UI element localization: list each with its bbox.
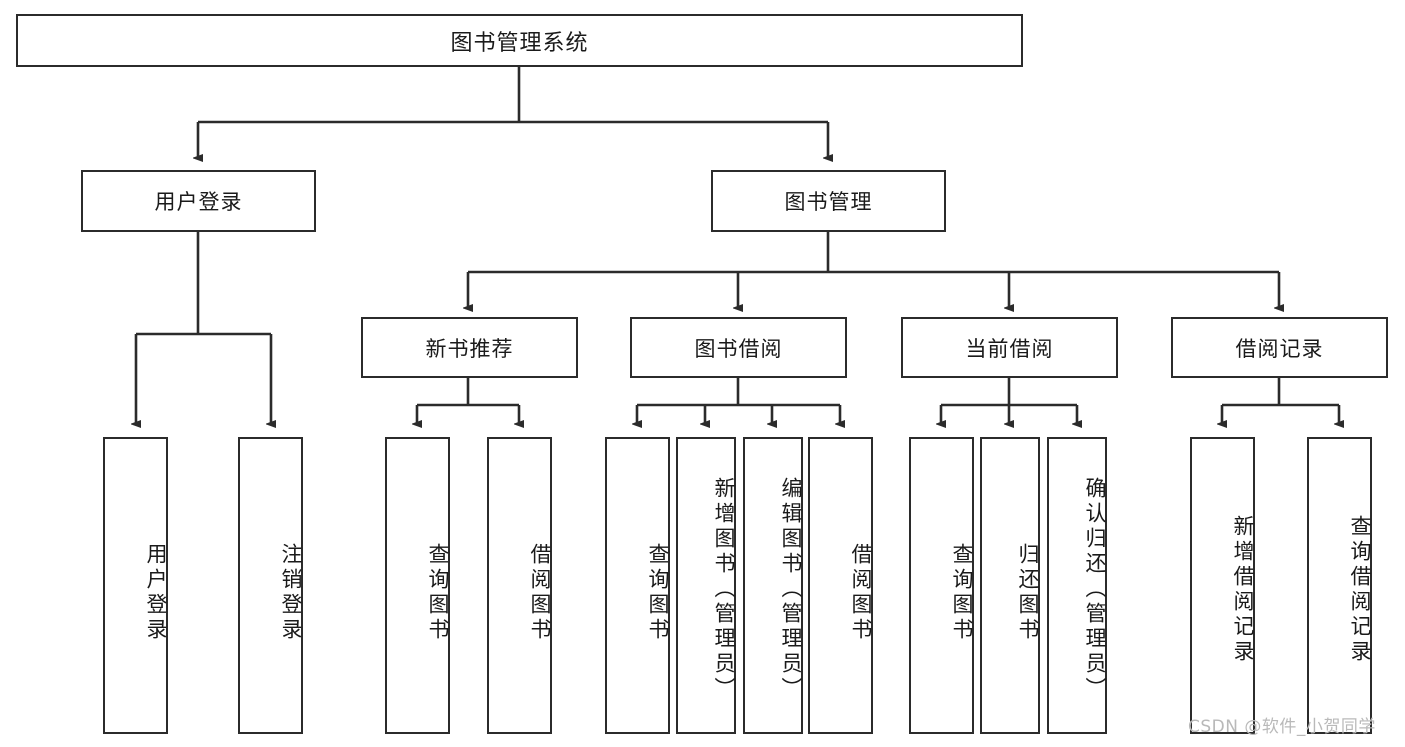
node-label: 归还图书 [1016,542,1040,643]
node-label: 借阅图书 [528,542,552,643]
node-label: 新增图书（管理员） [712,477,736,702]
node-label: 确认归还（管理员） [1083,477,1107,702]
leaf-user-login-logout[interactable]: 注销登录 [238,437,303,734]
leaf-record-query-borrow-record[interactable]: 查询借阅记录 [1307,437,1372,734]
node-label: 新书推荐 [425,336,514,361]
leaf-user-login-login[interactable]: 用户登录 [103,437,168,734]
node-label: 新增借阅记录 [1231,514,1255,665]
node-current-borrow[interactable]: 当前借阅 [901,317,1118,378]
leaf-new-book-borrow[interactable]: 借阅图书 [487,437,552,734]
leaf-current-query-book[interactable]: 查询图书 [909,437,974,734]
node-label: 借阅图书 [849,542,873,643]
node-book-borrow[interactable]: 图书借阅 [630,317,847,378]
node-borrow-record[interactable]: 借阅记录 [1171,317,1388,378]
leaf-borrow-query-book[interactable]: 查询图书 [605,437,670,734]
leaf-borrow-add-book-admin[interactable]: 新增图书（管理员） [676,437,736,734]
node-label: 图书管理系统 [450,30,589,56]
leaf-current-confirm-return-admin[interactable]: 确认归还（管理员） [1047,437,1107,734]
node-root-book-management-system[interactable]: 图书管理系统 [16,14,1023,67]
leaf-borrow-borrow-book[interactable]: 借阅图书 [808,437,873,734]
node-label: 图书管理 [784,190,873,214]
leaf-current-return-book[interactable]: 归还图书 [980,437,1040,734]
node-new-book-recommend[interactable]: 新书推荐 [361,317,578,378]
leaf-new-book-query[interactable]: 查询图书 [385,437,450,734]
node-label: 注销登录 [279,542,303,643]
leaf-borrow-edit-book-admin[interactable]: 编辑图书（管理员） [743,437,803,734]
node-label: 当前借阅 [965,336,1054,361]
node-label: 借阅记录 [1235,336,1324,361]
node-label: 用户登录 [154,190,243,214]
node-label: 查询图书 [950,542,974,643]
node-label: 查询图书 [426,542,450,643]
node-label: 查询借阅记录 [1348,514,1372,665]
watermark-text: CSDN @软件_小贺同学 [1188,717,1376,737]
node-label: 图书借阅 [694,336,783,361]
node-book-management[interactable]: 图书管理 [711,170,946,232]
node-label: 用户登录 [144,542,168,643]
leaf-record-add-borrow-record[interactable]: 新增借阅记录 [1190,437,1255,734]
node-label: 编辑图书（管理员） [779,477,803,702]
node-user-login[interactable]: 用户登录 [81,170,316,232]
node-label: 查询图书 [646,542,670,643]
